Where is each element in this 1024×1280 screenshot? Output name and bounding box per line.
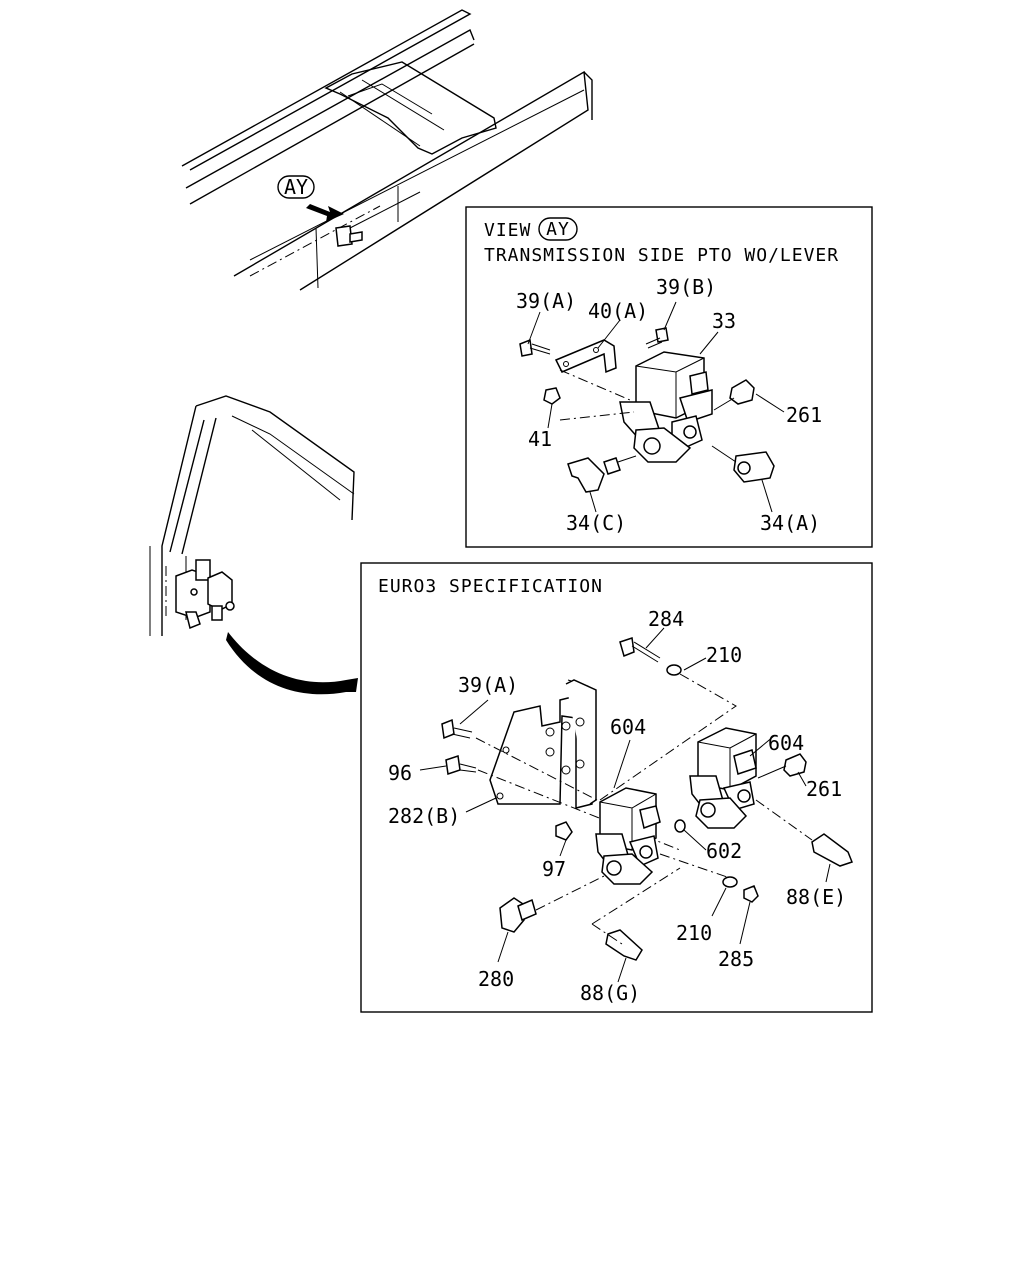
label-33: 33	[712, 309, 736, 333]
label-41: 41	[528, 427, 552, 451]
label-39b: 39(B)	[656, 275, 716, 299]
label-280: 280	[478, 967, 514, 991]
label-97: 97	[542, 857, 566, 881]
euro3-parts	[441, 637, 853, 961]
label-285: 285	[718, 947, 754, 971]
euro3-title: EURO3 SPECIFICATION	[378, 576, 603, 597]
chassis-frame-drawing	[181, 9, 593, 291]
detail-pointer-arrow	[226, 632, 358, 695]
view-title-tag: AY	[546, 219, 570, 240]
label-96: 96	[388, 761, 412, 785]
view-ay-callout: AY	[277, 175, 315, 199]
label-604-left: 604	[610, 715, 646, 739]
label-39a: 39(A)	[516, 289, 576, 313]
callout-tag: AY	[284, 175, 308, 199]
label-34c: 34(C)	[566, 511, 626, 535]
label-40a: 40(A)	[588, 299, 648, 323]
label-210-bottom: 210	[676, 921, 712, 945]
label-261-euro: 261	[806, 777, 842, 801]
label-88e: 88(E)	[786, 885, 846, 909]
label-604-right: 604	[768, 731, 804, 755]
label-88g: 88(G)	[580, 981, 640, 1005]
view-ay-panel: VIEW AY TRANSMISSION SIDE PTO WO/LEVER	[465, 206, 873, 548]
label-282b: 282(B)	[388, 804, 460, 828]
label-602: 602	[706, 839, 742, 863]
label-284: 284	[648, 607, 684, 631]
view-title-prefix: VIEW	[484, 220, 531, 241]
view-subtitle: TRANSMISSION SIDE PTO WO/LEVER	[484, 245, 839, 266]
label-261: 261	[786, 403, 822, 427]
euro3-panel: EURO3 SPECIFICATION	[360, 562, 873, 1013]
label-34a: 34(A)	[760, 511, 820, 535]
view-tag-oval	[538, 217, 578, 241]
label-39a-euro: 39(A)	[458, 673, 518, 697]
cab-side-drawing	[149, 395, 355, 636]
label-210-top: 210	[706, 643, 742, 667]
view-ay-parts	[519, 327, 775, 493]
